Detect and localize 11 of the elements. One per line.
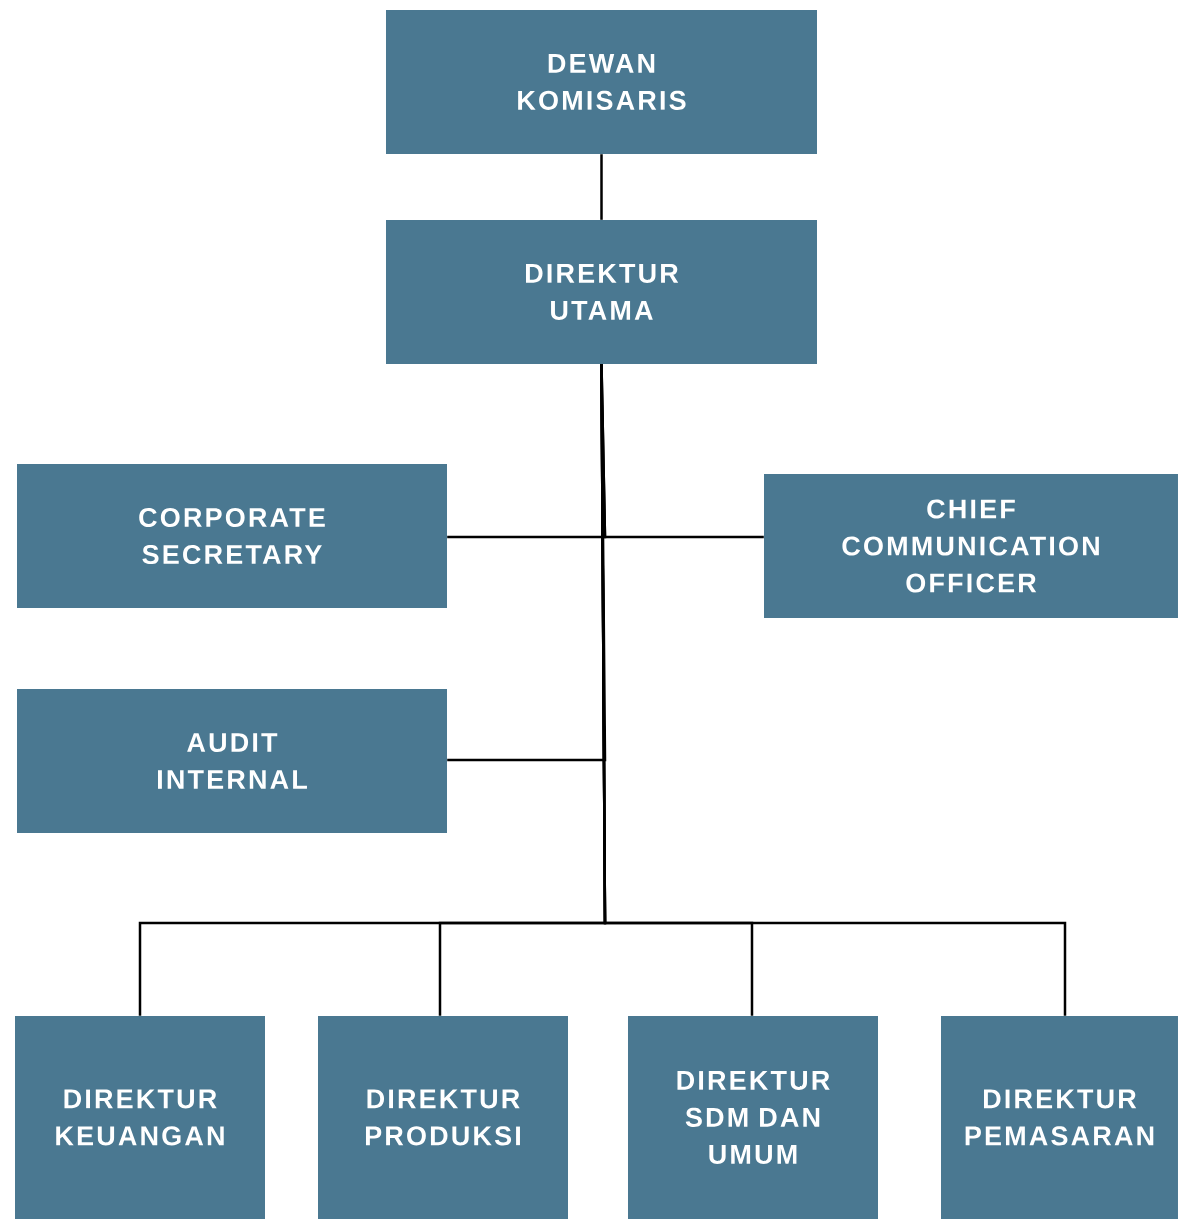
org-box: DEWAN KOMISARIS [386,10,817,154]
connector-line [600,364,1067,1016]
connector-line [600,154,603,220]
org-box: DIREKTUR UTAMA [386,220,817,364]
org-box: DIREKTUR PEMASARAN [941,1016,1178,1219]
org-box: DIREKTUR PRODUKSI [318,1016,568,1219]
org-box: DIREKTUR KEUANGAN [15,1016,265,1219]
org-box: CHIEF COMMUNICATION OFFICER [764,474,1178,618]
org-box: CORPORATE SECRETARY [17,464,447,608]
org-box: AUDIT INTERNAL [17,689,447,833]
org-box: DIREKTUR SDM DAN UMUM [628,1016,878,1219]
